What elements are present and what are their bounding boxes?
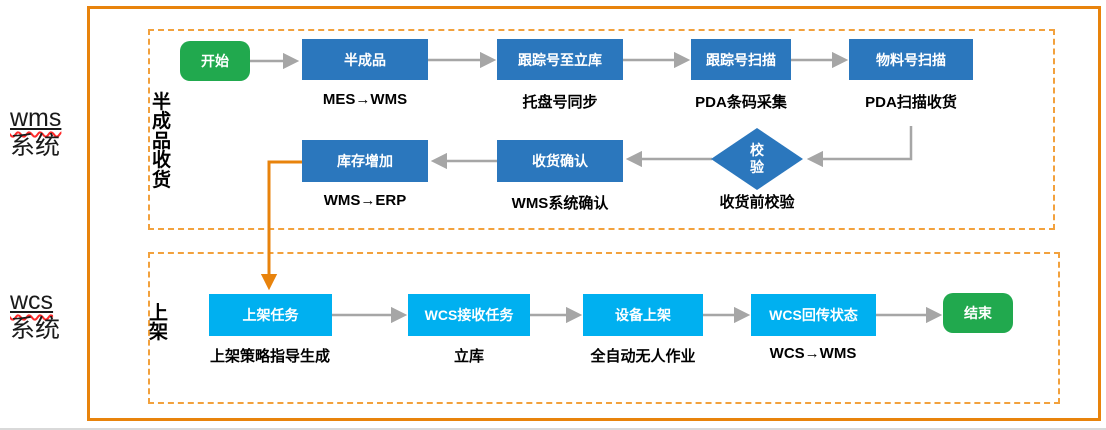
node-wcs-receive-task: WCS接收任务 [408,294,530,336]
receiving-section-frame [148,29,1055,230]
sub-label-device-putaway: 全自动无人作业 [590,348,696,365]
sub-label-wcs-return-status: WCS→WMS [769,345,857,362]
wcs-system-label: wcs 系统 [10,287,60,343]
screen-bottom-edge [0,428,1106,430]
sub-label-inventory-increase: WMS→ERP [323,192,407,209]
sub-label-semi-product: MES→WMS [322,91,408,108]
wms-suffix: 系统 [10,132,61,160]
node-wcs-return-status: WCS回传状态 [751,294,876,336]
node-inventory-increase: 库存增加 [302,140,428,182]
node-receipt-confirm: 收货确认 [497,140,623,182]
outer-frame [87,6,1101,421]
node-putaway-task: 上架任务 [209,294,332,336]
node-device-putaway: 设备上架 [583,294,703,336]
node-material-scan: 物料号扫描 [849,39,973,80]
wcs-suffix: 系统 [10,315,61,343]
wms-system-label: wms 系统 [10,104,61,160]
sub-label-tracking-to-asrs: 托盘号同步 [522,94,598,111]
putaway-section-frame [148,252,1060,404]
wcs-word: wcs [10,287,54,315]
node-end: 结束 [943,293,1013,333]
sub-label-wcs-receive-task: 立库 [453,348,484,365]
node-start: 开始 [180,41,250,81]
wms-word: wms [10,104,62,132]
receiving-section-title: 半成品收货 [152,92,172,191]
node-semi-product: 半成品 [302,39,428,80]
putaway-section-title: 上架 [149,303,169,344]
node-tracking-to-asrs: 跟踪号至立库 [497,39,623,80]
sub-label-receipt-confirm: WMS系统确认 [511,195,609,212]
sub-label-check-decision: 收货前校验 [719,194,795,211]
sub-label-tracking-scan: PDA条码采集 [695,94,787,111]
node-tracking-scan: 跟踪号扫描 [691,39,791,80]
check-decision-label: 校验 [749,141,764,176]
sub-label-putaway-task: 上架策略指导生成 [209,348,330,365]
sub-label-material-scan: PDA扫描收货 [865,94,957,111]
